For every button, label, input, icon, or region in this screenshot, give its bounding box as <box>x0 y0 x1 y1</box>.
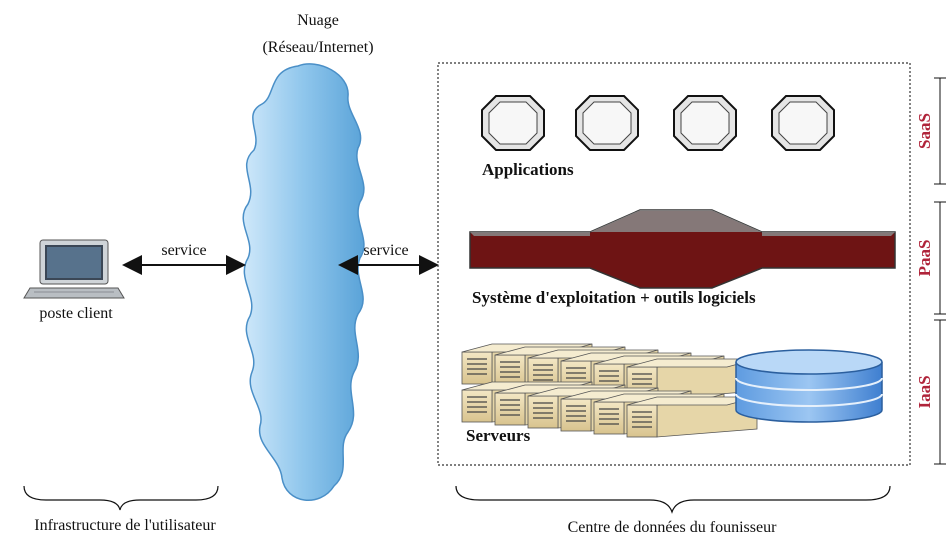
application-icon <box>481 95 545 151</box>
cloud-icon <box>242 63 365 501</box>
cloud-title-line1: Nuage <box>297 12 339 29</box>
applications-icons <box>481 95 835 151</box>
laptop-icon <box>23 239 125 299</box>
datacenter-box <box>437 62 911 466</box>
provider-dc-brace <box>455 485 891 514</box>
user-infra-label: Infrastructure de l'utilisateur <box>34 517 216 534</box>
database-icon <box>735 349 883 423</box>
application-icon <box>673 95 737 151</box>
left-service-label: service <box>161 242 206 259</box>
saas-label: SaaS <box>915 113 934 149</box>
application-icon <box>575 95 639 151</box>
os-label: Système d'exploitation + outils logiciel… <box>472 288 756 307</box>
right-service-label: service <box>363 242 408 259</box>
user-infra-brace <box>23 485 219 511</box>
applications-label: Applications <box>482 160 574 179</box>
paas-label: PaaS <box>915 240 934 277</box>
servers-icon <box>461 343 758 438</box>
provider-dc-label: Centre de données du founisseur <box>568 519 778 536</box>
client-label: poste client <box>39 305 113 322</box>
cloud-title-line2: (Réseau/Internet) <box>262 39 373 56</box>
os-bar-icon <box>469 209 896 289</box>
servers-label: Serveurs <box>466 426 531 445</box>
server-unit <box>626 396 758 438</box>
application-icon <box>771 95 835 151</box>
layer-brackets <box>934 77 946 465</box>
iaas-label: IaaS <box>915 375 934 408</box>
